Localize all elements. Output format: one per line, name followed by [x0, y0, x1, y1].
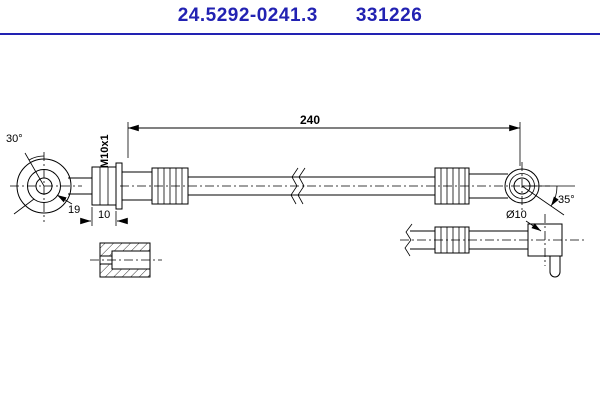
bore-dia-label: Ø10 — [506, 209, 527, 221]
length-dim-label: 240 — [300, 113, 320, 127]
left-end-view: 30° 19 — [6, 133, 92, 222]
fitting-section-view — [90, 242, 162, 278]
part-number: 24.5292-0241.3 — [177, 5, 318, 26]
hex-dim-label: 10 — [98, 209, 110, 221]
hose-assembly: 35° — [120, 162, 575, 216]
title-bar: 24.5292-0241.3 331226 — [0, 0, 600, 32]
eye-width-label: 19 — [68, 204, 80, 216]
hex-nut-side-view: M10x1 10 — [80, 134, 128, 226]
right-angle-label: 35° — [558, 194, 575, 206]
right-end-side-view: Ø10 — [400, 209, 585, 278]
length-dimension: 240 — [127, 113, 521, 166]
thread-label: M10x1 — [99, 134, 111, 168]
catalog-number: 331226 — [355, 5, 423, 26]
left-angle-label: 30° — [6, 133, 23, 145]
header-divider — [0, 33, 600, 35]
